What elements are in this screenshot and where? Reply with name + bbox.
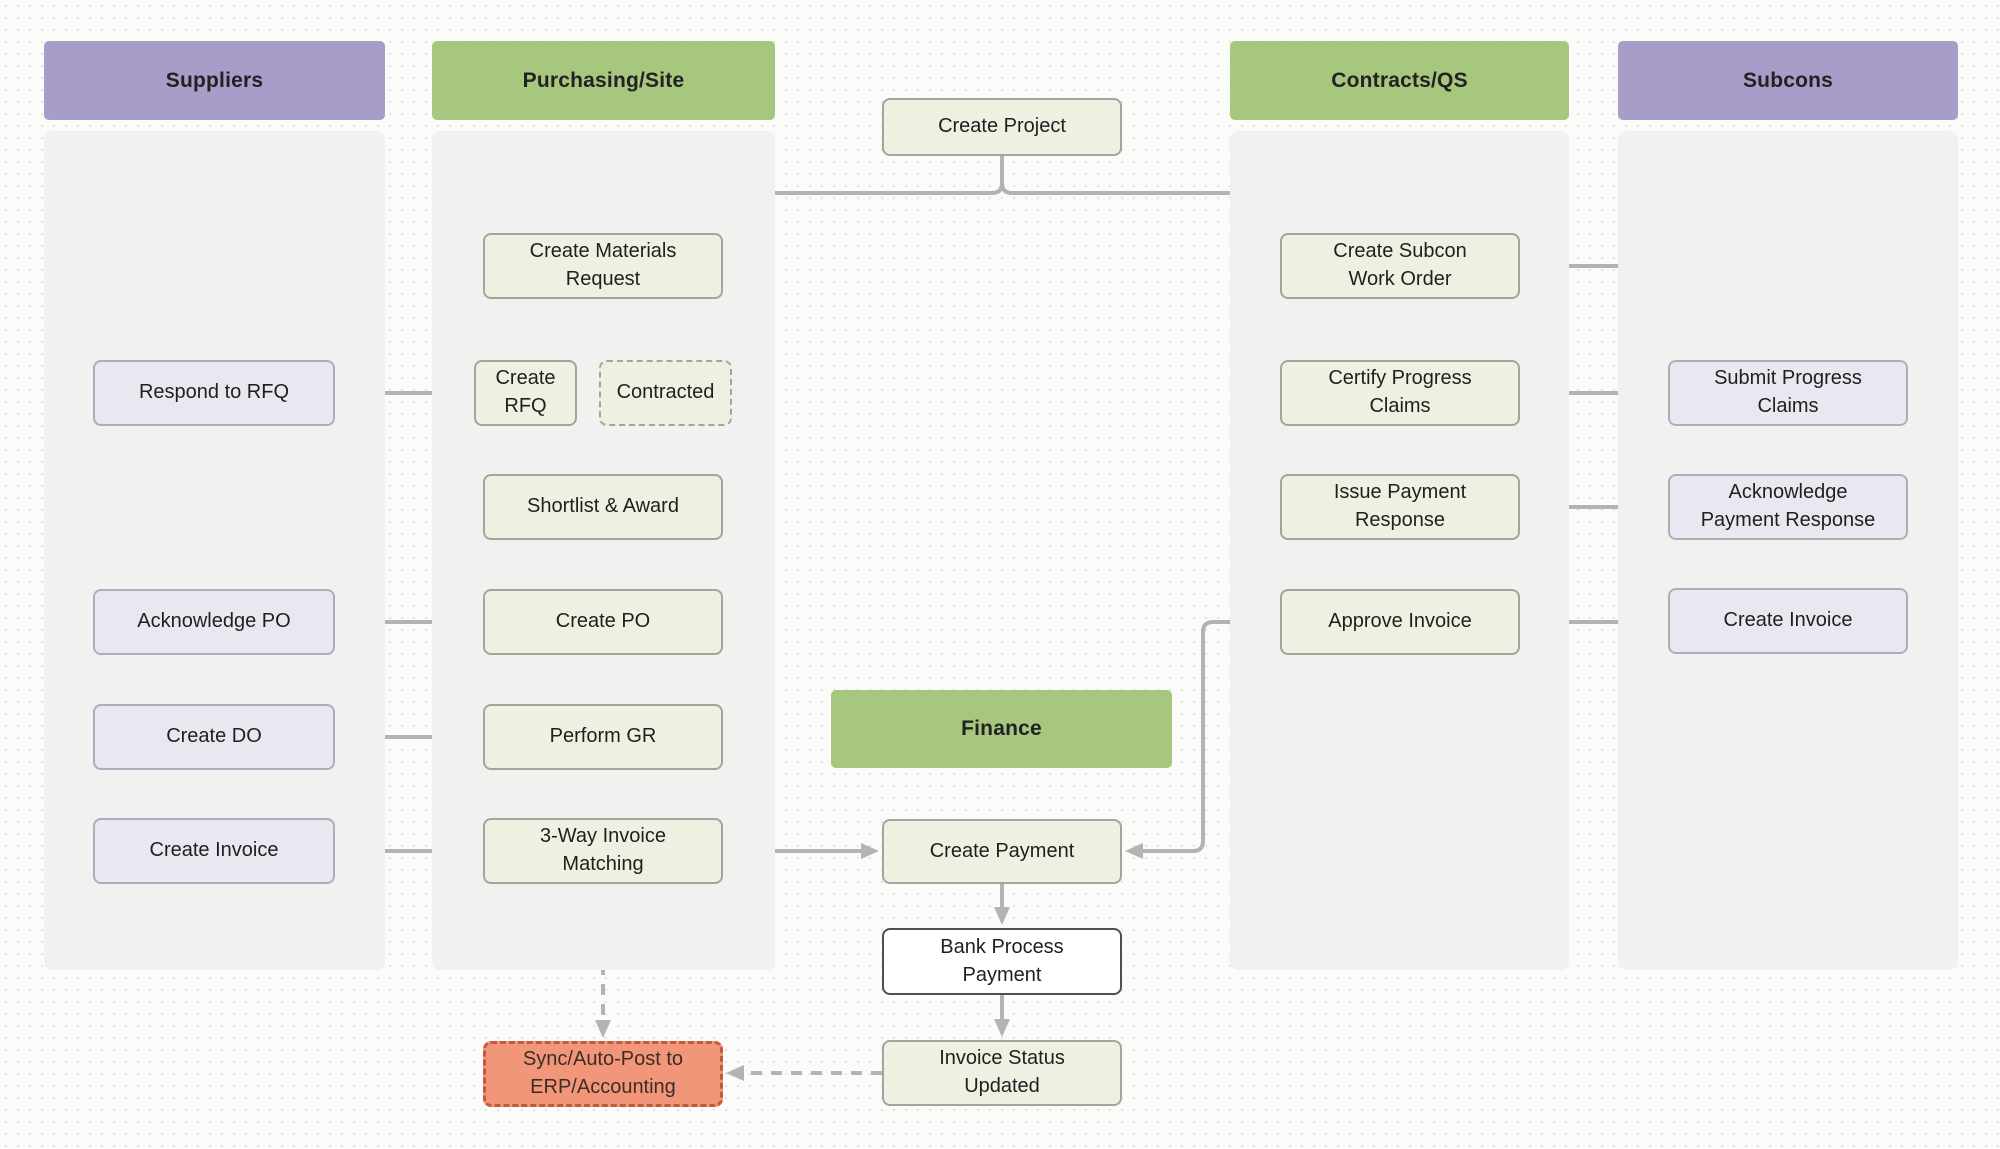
- node-create-do: Create DO: [93, 704, 335, 770]
- node-contracted: Contracted: [599, 360, 732, 426]
- node-acknowledge-po: Acknowledge PO: [93, 589, 335, 655]
- node-supplier-create-invoice: Create Invoice: [93, 818, 335, 884]
- node-bank-process-payment: Bank Process Payment: [882, 928, 1122, 995]
- node-create-subcon-wo: Create Subcon Work Order: [1280, 233, 1520, 299]
- node-create-payment: Create Payment: [882, 819, 1122, 884]
- lane-header-finance: Finance: [831, 690, 1172, 768]
- node-respond-rfq: Respond to RFQ: [93, 360, 335, 426]
- node-create-po: Create PO: [483, 589, 723, 655]
- lane-header-suppliers: Suppliers: [44, 41, 385, 120]
- node-three-way-matching: 3-Way Invoice Matching: [483, 818, 723, 884]
- node-ack-payment-response: Acknowledge Payment Response: [1668, 474, 1908, 540]
- node-create-materials-request: Create Materials Request: [483, 233, 723, 299]
- lane-header-purchasing: Purchasing/Site: [432, 41, 775, 120]
- node-perform-gr: Perform GR: [483, 704, 723, 770]
- node-approve-invoice: Approve Invoice: [1280, 589, 1520, 655]
- node-sync-erp: Sync/Auto-Post to ERP/Accounting: [483, 1041, 723, 1107]
- lane-header-contracts: Contracts/QS: [1230, 41, 1569, 120]
- node-invoice-status-updated: Invoice Status Updated: [882, 1040, 1122, 1106]
- node-create-project: Create Project: [882, 98, 1122, 156]
- node-submit-claims: Submit Progress Claims: [1668, 360, 1908, 426]
- node-create-rfq: Create RFQ: [474, 360, 577, 426]
- lane-header-subcons: Subcons: [1618, 41, 1958, 120]
- node-issue-payment-response: Issue Payment Response: [1280, 474, 1520, 540]
- edge-approve-invoice-to-create-payment: [1125, 620, 1280, 859]
- node-certify-claims: Certify Progress Claims: [1280, 360, 1520, 426]
- node-shortlist-award: Shortlist & Award: [483, 474, 723, 540]
- node-subcon-create-invoice: Create Invoice: [1668, 588, 1908, 654]
- lane-subcons: [1618, 131, 1958, 970]
